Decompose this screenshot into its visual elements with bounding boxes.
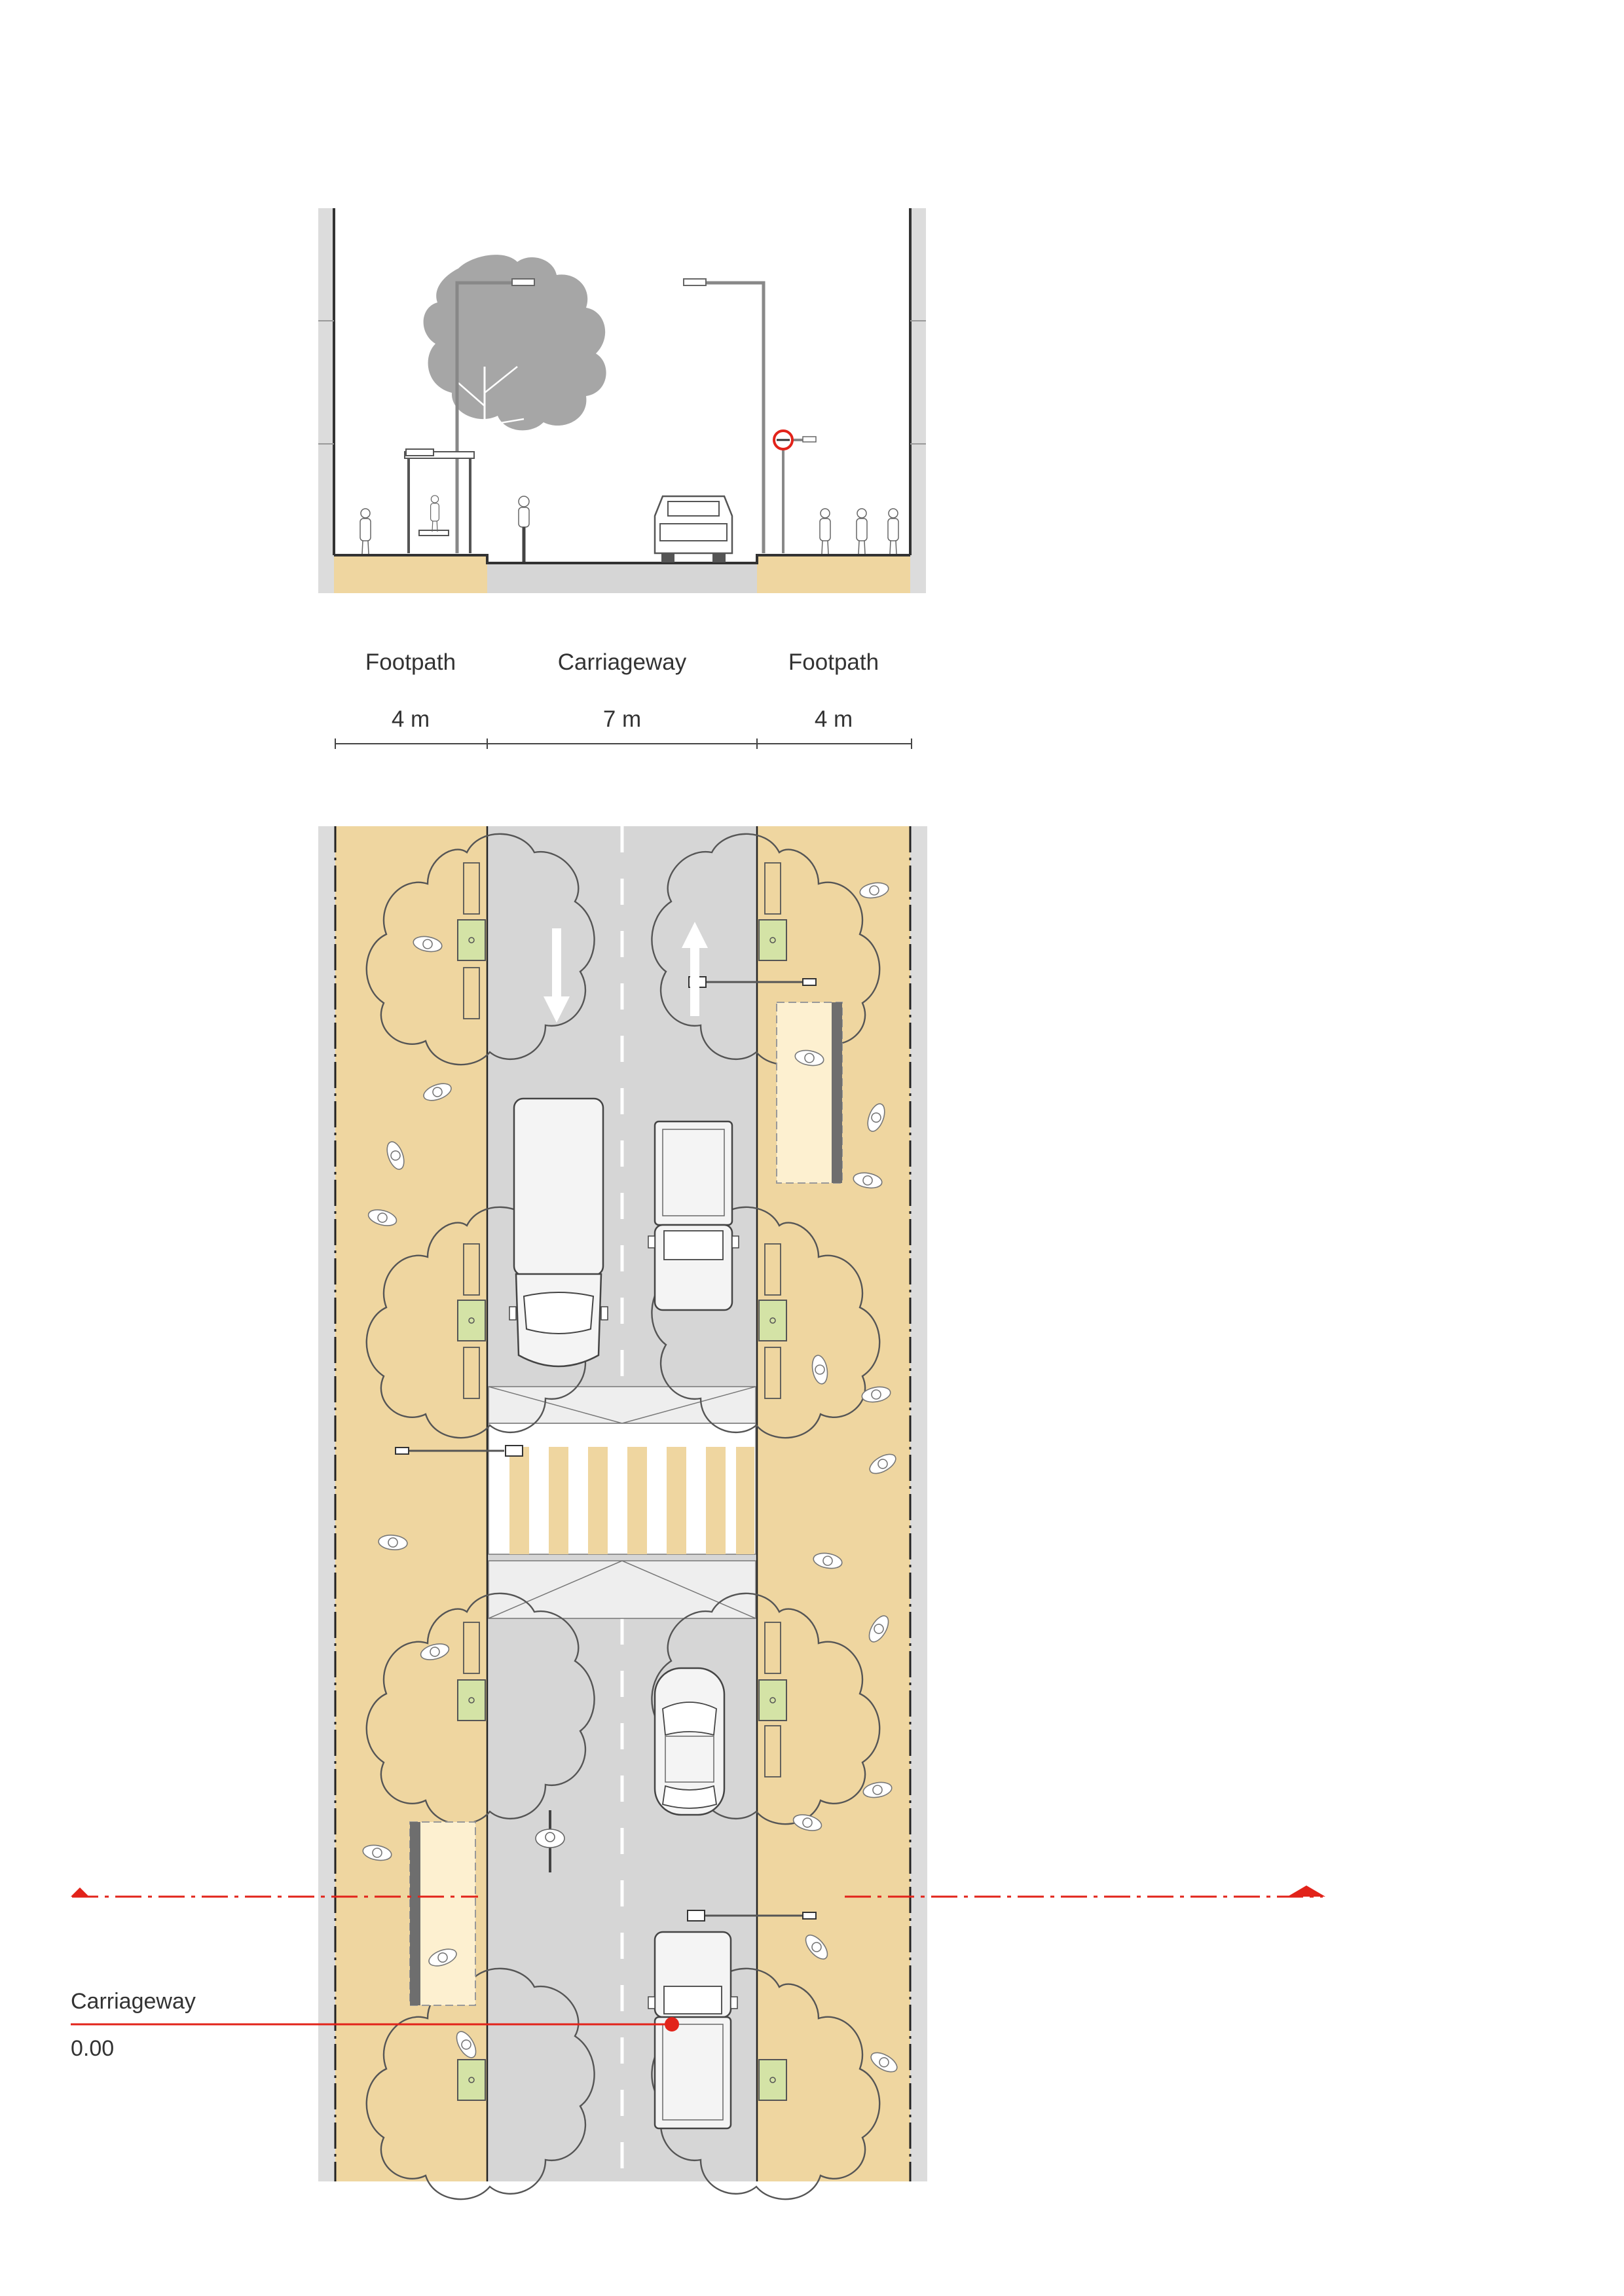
lane-arrow-icon: [682, 922, 708, 1016]
bus-shelter-icon: [776, 1002, 843, 1184]
streetlight-icon: [395, 1445, 523, 1457]
zone-width: 7 m: [603, 706, 641, 732]
street-tree-icon: [423, 255, 606, 553]
pedestrian-crossing: [488, 1386, 756, 1619]
no-entry-sign-icon: [773, 429, 817, 553]
zone-width: 4 m: [392, 706, 430, 732]
streetlight-icon: [683, 278, 766, 553]
pickup-truck-icon: [648, 1120, 739, 1311]
dimension-line: [335, 738, 912, 749]
benches: [463, 862, 781, 1777]
zone-width: 4 m: [815, 706, 853, 732]
van-icon: [509, 1097, 608, 1368]
cyclist-icon: [535, 1810, 565, 1872]
right-building-wall: [910, 208, 926, 593]
pickup-truck-icon: [654, 495, 733, 562]
pedestrian-icon: [887, 508, 899, 555]
level-marker-label: Carriageway: [71, 1989, 196, 2014]
section-labels: Footpath Carriageway Footpath 4 m 7 m 4 …: [365, 649, 879, 732]
carriageway-section: [487, 564, 757, 593]
car-icon: [654, 1667, 726, 1816]
right-building-edge: [910, 826, 927, 2181]
zone-label: Footpath: [788, 649, 879, 675]
left-footpath-section: [334, 556, 487, 593]
pedestrian-icon: [819, 508, 831, 555]
section-cut-marker-icon: [1287, 1886, 1325, 1897]
section-cut-line: [71, 1886, 1325, 1898]
lane-arrow-icon: [544, 928, 570, 1023]
cyclist-icon: [518, 496, 530, 562]
zone-label: Footpath: [365, 649, 456, 675]
bus-shelter-icon: [404, 448, 475, 553]
streetlight-icon: [687, 1910, 817, 1922]
zone-label: Carriageway: [558, 649, 687, 675]
pickup-truck-icon: [648, 1931, 738, 2130]
bus-shelter-icon: [409, 1821, 476, 2006]
pedestrian-icon: [360, 508, 371, 555]
left-building-edge: [318, 826, 335, 2181]
level-marker-value: 0.00: [71, 2036, 114, 2061]
level-marker: Carriageway 0.00: [71, 1989, 679, 2061]
left-building-wall: [318, 208, 334, 593]
planters: [457, 919, 787, 2101]
street-plan: [318, 826, 927, 2200]
right-footpath-section: [757, 556, 910, 593]
street-section: [318, 208, 926, 593]
pedestrian-icon: [856, 508, 868, 555]
streetlight-icon: [455, 278, 535, 553]
section-cut-marker-icon: [71, 1887, 89, 1897]
